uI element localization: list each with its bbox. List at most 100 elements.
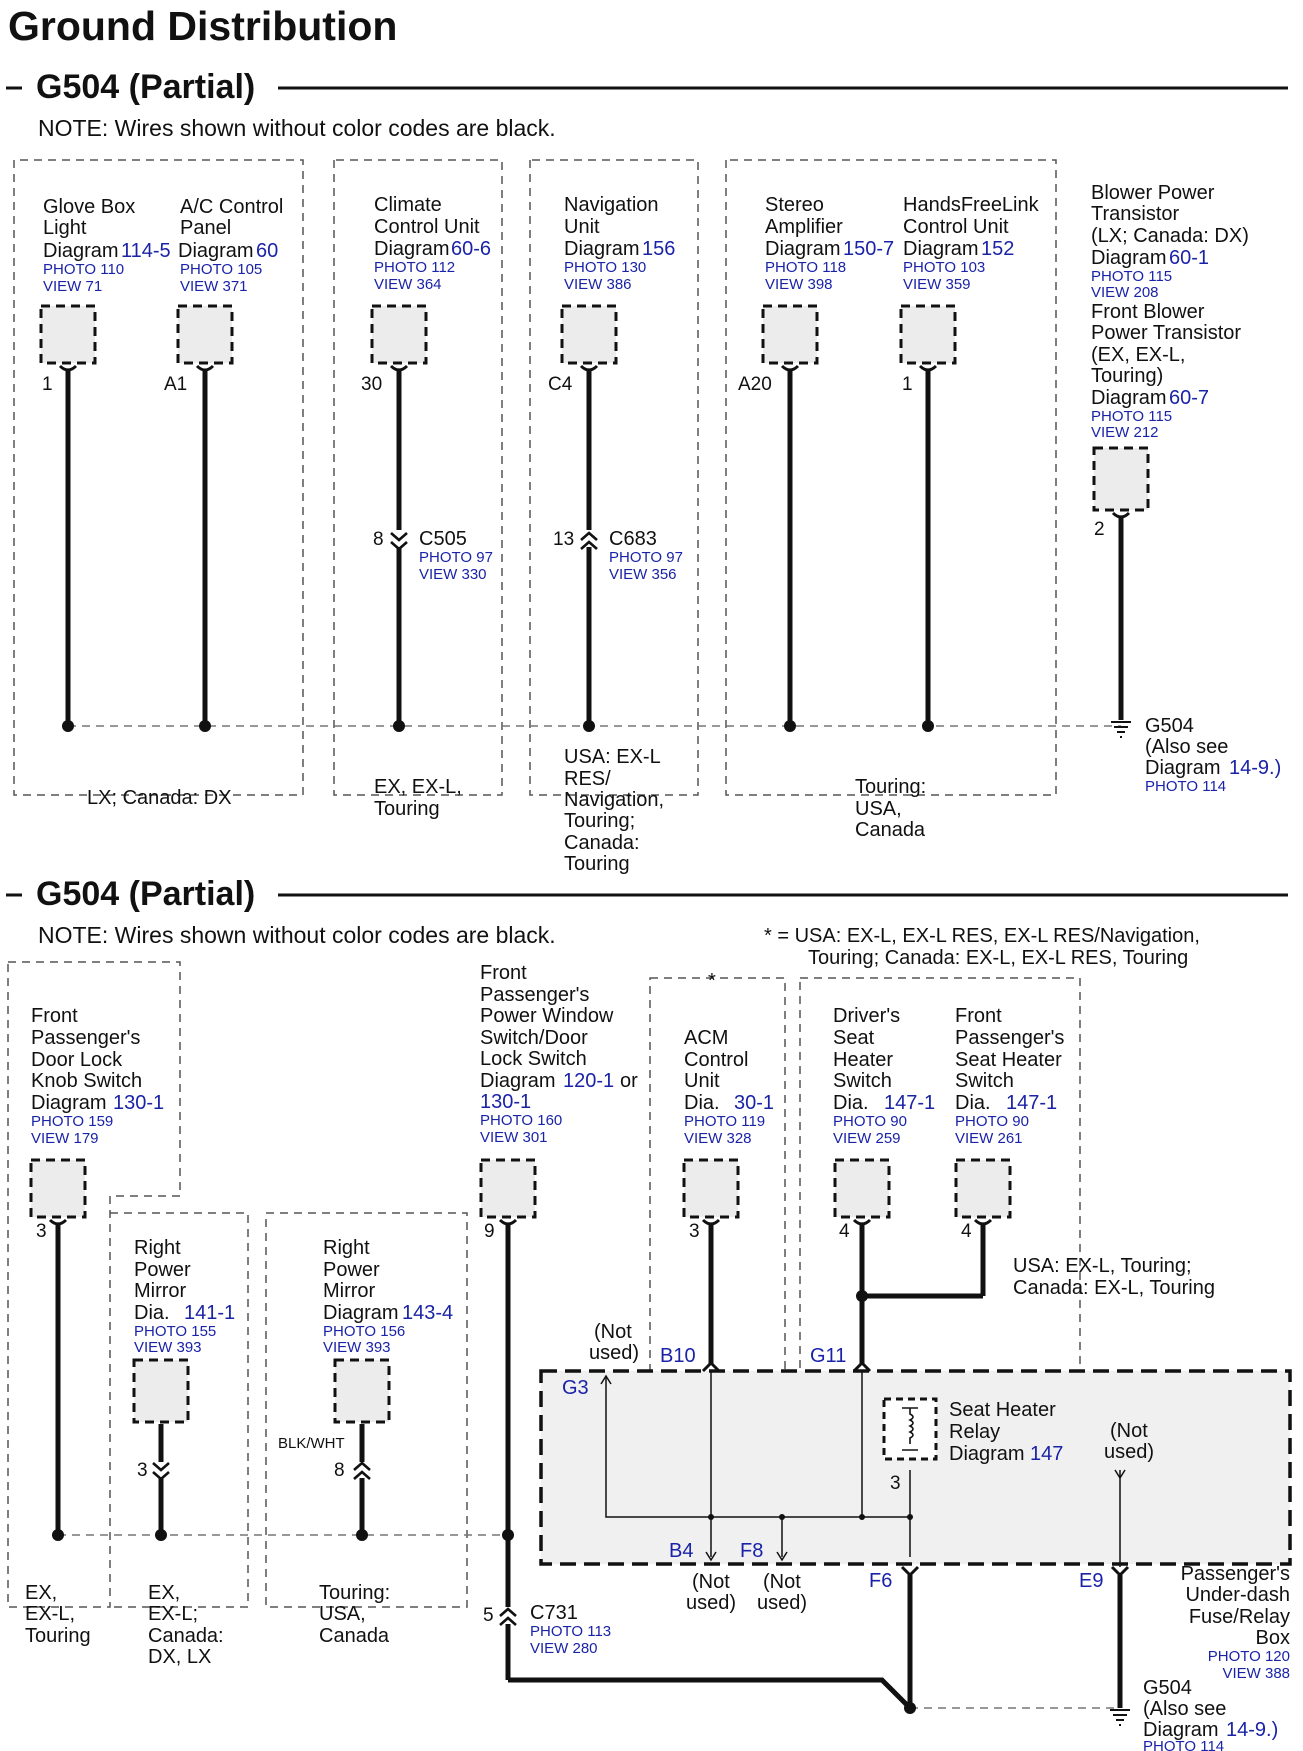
svg-text:(Also see: (Also see — [1143, 1698, 1226, 1720]
pin-number: 4 — [839, 1221, 850, 1242]
svg-text:Dia.: Dia. — [833, 1092, 869, 1114]
svg-text:PHOTO 110: PHOTO 110 — [43, 261, 124, 278]
section-note-top: NOTE: Wires shown without color codes ar… — [38, 115, 556, 141]
group-label: EX, EX-L, Touring — [25, 1582, 91, 1647]
component-drivers-seat-heater-switch: Driver's Seat Heater Switch Dia. 147-1 P… — [833, 1005, 935, 1147]
svg-text:Climate: Climate — [374, 194, 442, 216]
svg-text:Diagram: Diagram — [949, 1443, 1025, 1465]
svg-text:Dia.: Dia. — [955, 1092, 991, 1114]
svg-text:PHOTO 114: PHOTO 114 — [1145, 778, 1226, 795]
svg-text:VIEW 261: VIEW 261 — [955, 1130, 1023, 1147]
diagram-link[interactable]: 60-6 — [451, 238, 491, 260]
svg-text:C731: C731 — [530, 1602, 578, 1624]
diagram-link[interactable]: 120-1 — [563, 1070, 614, 1092]
svg-text:VIEW 71: VIEW 71 — [43, 278, 102, 295]
svg-text:VIEW 388: VIEW 388 — [1222, 1665, 1290, 1682]
pin-number: 4 — [961, 1221, 972, 1242]
svg-text:A/C Control: A/C Control — [180, 196, 283, 218]
diagram-link[interactable]: 152 — [981, 238, 1014, 260]
seat-heater-relay: Seat Heater Relay Diagram 147 3 — [882, 1397, 1063, 1494]
diagram-link[interactable]: 60-7 — [1169, 387, 1209, 409]
svg-text:Dia.: Dia. — [134, 1302, 170, 1324]
svg-text:Blower Power: Blower Power — [1091, 182, 1215, 204]
diagram-link[interactable]: 147 — [1030, 1443, 1063, 1465]
diagram-link[interactable]: 156 — [642, 238, 675, 260]
component-handsfreelink-control-unit: HandsFreeLink Control Unit Diagram 152 P… — [903, 194, 1040, 293]
svg-text:Glove Box: Glove Box — [43, 196, 135, 218]
diagram-link[interactable]: 141-1 — [184, 1302, 235, 1324]
svg-text:Dia.: Dia. — [684, 1092, 720, 1114]
svg-text:used): used) — [757, 1592, 807, 1614]
svg-text:Front: Front — [955, 1005, 1002, 1027]
svg-text:8: 8 — [373, 529, 384, 550]
svg-text:Navigation,: Navigation, — [564, 789, 664, 811]
diagram-link[interactable]: 30-1 — [734, 1092, 774, 1114]
svg-text:Diagram: Diagram — [1091, 247, 1167, 269]
svg-text:PHOTO 156: PHOTO 156 — [323, 1323, 405, 1340]
diagram-link[interactable]: 150-7 — [843, 238, 894, 260]
fuse-box-internal-wiring — [600, 1371, 1126, 1567]
terminal-arrows — [701, 1360, 1130, 1578]
diagram-link[interactable]: 130-1 — [480, 1091, 531, 1113]
svg-text:Right: Right — [134, 1237, 181, 1259]
svg-text:Canada: EX-L, Touring: Canada: EX-L, Touring — [1013, 1277, 1215, 1299]
svg-text:PHOTO 160: PHOTO 160 — [480, 1112, 562, 1129]
svg-text:PHOTO 90: PHOTO 90 — [955, 1113, 1029, 1130]
inline-connector-c731: 5 C731 PHOTO 113 VIEW 280 — [483, 1602, 611, 1657]
svg-text:Diagram: Diagram — [31, 1092, 107, 1114]
svg-text:Fuse/Relay: Fuse/Relay — [1189, 1606, 1290, 1628]
svg-text:Touring; Canada: EX-L, EX-L RE: Touring; Canada: EX-L, EX-L RES, Touring — [808, 947, 1188, 969]
svg-text:Right: Right — [323, 1237, 370, 1259]
diagram-link[interactable]: 14-9.) — [1226, 1719, 1278, 1741]
svg-text:VIEW 259: VIEW 259 — [833, 1130, 901, 1147]
diagram-link[interactable]: 130-1 — [113, 1092, 164, 1114]
svg-text:C683: C683 — [609, 528, 657, 550]
inline-connector-c683: 13 C683 PHOTO 97 VIEW 356 — [553, 528, 683, 583]
svg-text:PHOTO 97: PHOTO 97 — [609, 549, 683, 566]
diagram-link[interactable]: 147-1 — [884, 1092, 935, 1114]
svg-text:Canada: Canada — [319, 1625, 390, 1647]
diagram-link[interactable]: 147-1 — [1006, 1092, 1057, 1114]
group-label: USA: EX-L RES/ Navigation, Touring; Cana… — [564, 746, 664, 875]
svg-text:Touring:: Touring: — [319, 1582, 390, 1604]
svg-text:Passenger's: Passenger's — [31, 1027, 140, 1049]
pin-number: 3 — [36, 1221, 47, 1242]
diagram-link[interactable]: 114-5 — [121, 240, 171, 262]
not-used-label: (Not used) — [757, 1571, 807, 1614]
svg-text:Diagram: Diagram — [1091, 387, 1167, 409]
diagram-link[interactable]: 60-1 — [1169, 247, 1209, 269]
svg-text:used): used) — [1104, 1441, 1154, 1463]
pin-number: 3 — [689, 1221, 700, 1242]
pin-number: C4 — [548, 374, 573, 395]
svg-text:* = USA: EX-L, EX-L RES, EX-L: * = USA: EX-L, EX-L RES, EX-L RES/Naviga… — [764, 925, 1200, 947]
not-used-label: (Not used) — [1104, 1420, 1154, 1463]
group-box-door-lock — [7, 961, 181, 1608]
diagram-link[interactable]: 143-4 — [402, 1302, 453, 1324]
svg-text:Knob Switch: Knob Switch — [31, 1070, 142, 1092]
component-navigation-unit: Navigation Unit Diagram 156 PHOTO 130 VI… — [564, 194, 675, 293]
svg-text:13: 13 — [553, 529, 574, 550]
svg-text:Box: Box — [1256, 1627, 1290, 1649]
svg-text:Power: Power — [134, 1259, 191, 1281]
svg-text:VIEW 359: VIEW 359 — [903, 276, 971, 293]
component-right-power-mirror-141: Right Power Mirror Dia. 141-1 PHOTO 155 … — [134, 1237, 235, 1356]
svg-text:ACM: ACM — [684, 1027, 728, 1049]
svg-text:HandsFreeLink: HandsFreeLink — [903, 194, 1040, 216]
svg-text:G504: G504 — [1145, 715, 1194, 737]
ground-g504-top: G504 (Also see Diagram 14-9.) PHOTO 114 — [1145, 715, 1281, 795]
svg-text:Canada:: Canada: — [148, 1625, 224, 1647]
svg-text:used): used) — [686, 1592, 736, 1614]
svg-text:VIEW 208: VIEW 208 — [1091, 284, 1159, 301]
inline-connector-mirror-141: 3 — [137, 1460, 170, 1481]
svg-text:Touring:: Touring: — [855, 776, 926, 798]
svg-text:PHOTO 112: PHOTO 112 — [374, 259, 455, 276]
group-label: Touring: USA, Canada — [855, 776, 926, 841]
diagram-link[interactable]: 14-9.) — [1229, 757, 1281, 779]
svg-text:Switch/Door: Switch/Door — [480, 1027, 588, 1049]
svg-text:Passenger's: Passenger's — [955, 1027, 1064, 1049]
component-climate-control-unit: Climate Control Unit Diagram 60-6 PHOTO … — [374, 194, 491, 293]
svg-text:Unit: Unit — [564, 216, 600, 238]
svg-text:VIEW 364: VIEW 364 — [374, 276, 442, 293]
svg-text:EX-L,: EX-L, — [25, 1603, 75, 1625]
diagram-link[interactable]: 60 — [256, 240, 278, 262]
